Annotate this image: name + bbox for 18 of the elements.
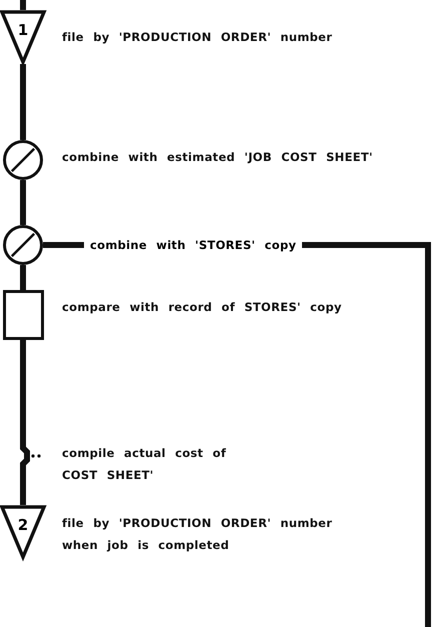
flow-line	[20, 0, 26, 10]
step-description: compile actual cost of COST SHEET'	[62, 445, 228, 484]
step-number: 1	[18, 21, 28, 39]
step-number: 2	[18, 516, 28, 534]
flow-line	[20, 64, 26, 140]
step-description: compare with record of STORES' copy	[62, 299, 343, 316]
flow-line	[20, 340, 30, 505]
inspection-square	[3, 290, 44, 340]
combine-circle	[3, 225, 43, 265]
flow-line	[20, 180, 26, 225]
flow-line	[20, 265, 26, 290]
combine-circle	[3, 140, 43, 180]
storage-triangle	[0, 505, 46, 559]
storage-triangle	[0, 10, 46, 64]
step-description: file by 'PRODUCTION ORDER' number when job is completed	[62, 515, 334, 554]
edge-label: combine with 'STORES' copy	[84, 237, 302, 253]
step-description: file by 'PRODUCTION ORDER' number	[62, 29, 334, 46]
step-description: combine with estimated 'JOB COST SHEET'	[62, 149, 374, 166]
